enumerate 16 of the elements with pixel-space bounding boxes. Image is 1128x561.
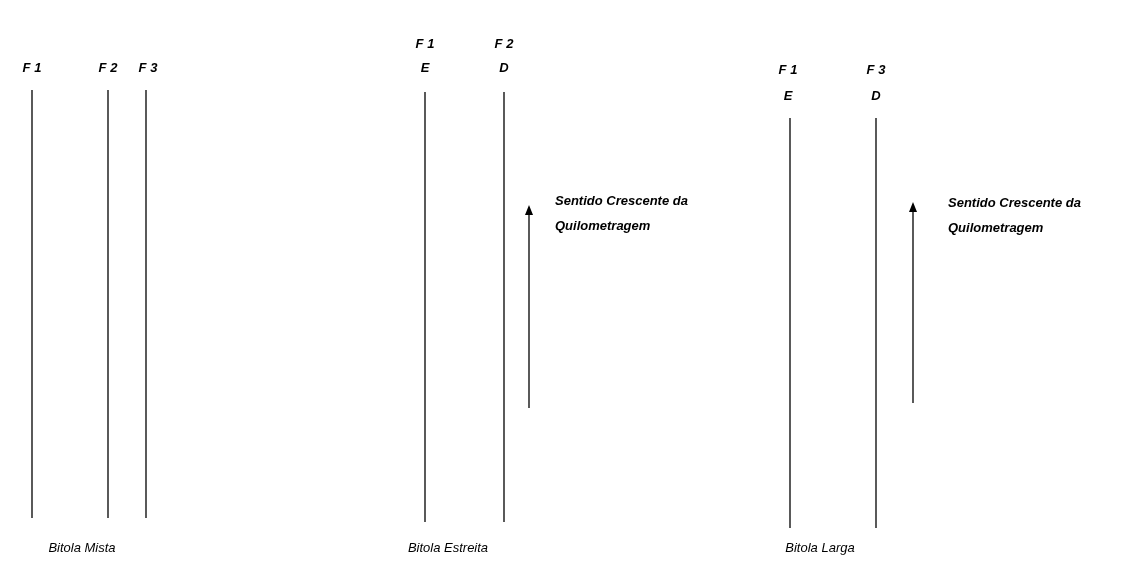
rail-label: F 1 <box>22 60 42 76</box>
rail-label: D <box>871 88 881 104</box>
rail-label: E <box>783 88 793 104</box>
rail-label: D <box>499 60 509 76</box>
rail-label: F 1 <box>415 36 435 52</box>
rail-label: F 3 <box>866 62 886 78</box>
direction-note: Sentido Crescente da Quilometragem <box>948 194 1082 237</box>
gauge-caption: Bitola Larga <box>785 540 855 556</box>
gauge-caption: Bitola Mista <box>48 540 116 556</box>
rail-label: F 2 <box>98 60 118 76</box>
rail-label: F 1 <box>778 62 798 78</box>
rail-label: E <box>420 60 430 76</box>
rail-label: F 3 <box>138 60 158 76</box>
rail-label: F 2 <box>494 36 514 52</box>
gauge-caption: Bitola Estreita <box>407 540 489 556</box>
direction-note: Sentido Crescente da Quilometragem <box>555 192 689 235</box>
